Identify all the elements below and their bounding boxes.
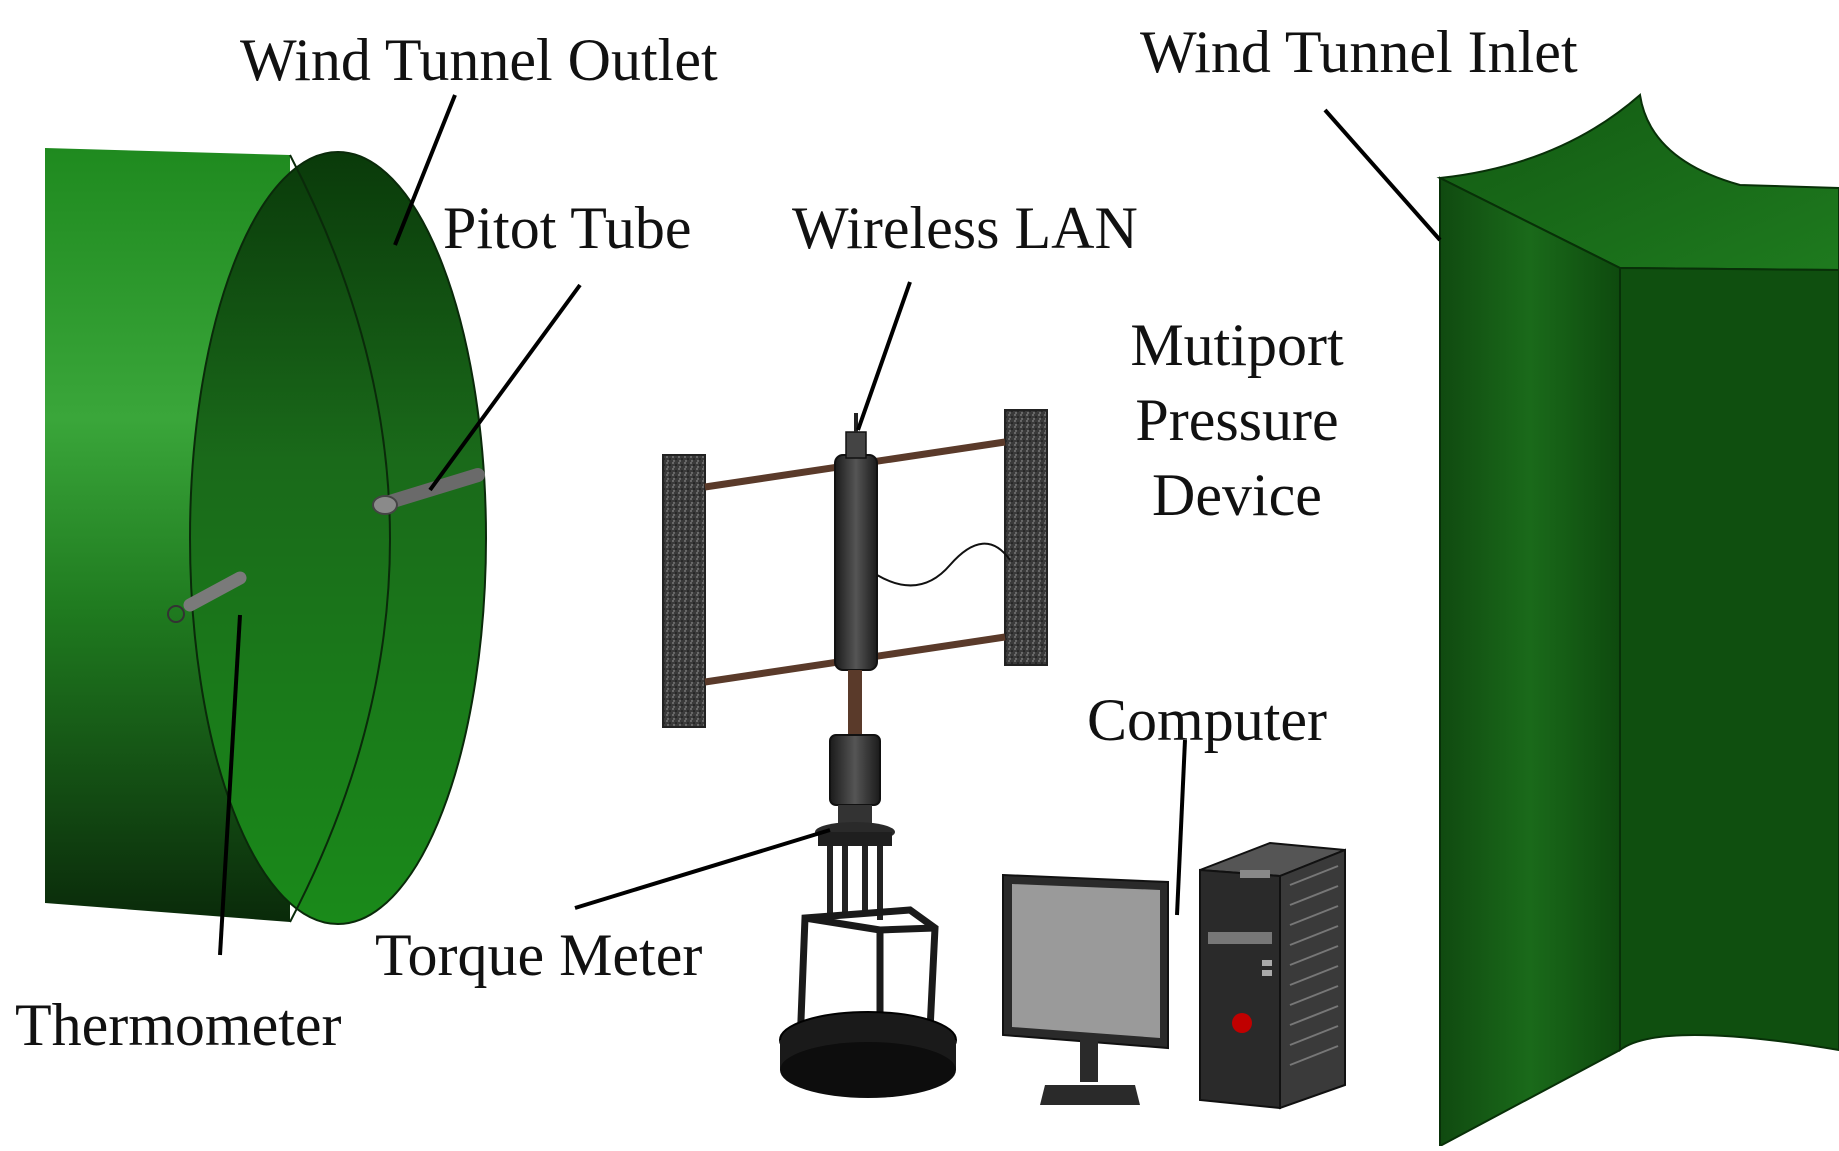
label-wind-tunnel-outlet: Wind Tunnel Outlet — [240, 27, 718, 93]
label-pitot-tube: Pitot Tube — [443, 195, 691, 261]
computer-monitor — [1002, 873, 1169, 1105]
torque-meter — [829, 734, 881, 806]
turbine-blade-right — [1004, 409, 1048, 666]
label-multiport-line1: Mutiport — [1130, 312, 1344, 378]
leader-thermo — [218, 614, 242, 956]
leader-outlet — [393, 94, 457, 246]
inlet-right-face — [1619, 266, 1839, 1052]
computer-tower — [1199, 841, 1346, 1110]
label-wind-tunnel-inlet: Wind Tunnel Inlet — [1140, 19, 1578, 85]
label-multiport-line2: Pressure — [1135, 387, 1338, 453]
inlet-left-face — [1439, 176, 1621, 1148]
outlet-rim — [289, 154, 391, 923]
vertical-axis-turbine — [662, 409, 1048, 740]
leader-computer — [1175, 739, 1187, 916]
leader-lines — [218, 94, 1442, 956]
torque-meter-assembly — [779, 734, 957, 1098]
leader-torque — [574, 828, 831, 910]
turbine-hub — [834, 454, 878, 671]
label-thermometer: Thermometer — [15, 992, 342, 1058]
label-multiport-line3: Device — [1152, 462, 1322, 528]
label-wireless-lan: Wireless LAN — [792, 195, 1138, 261]
leader-pitot — [428, 283, 582, 492]
label-torque-meter: Torque Meter — [375, 922, 702, 988]
thermometer-probe — [167, 571, 247, 623]
wind-tunnel-outlet — [45, 148, 487, 925]
leader-inlet — [1323, 108, 1442, 242]
power-button — [1232, 1013, 1252, 1033]
monitor-screen — [1012, 884, 1160, 1038]
wind-tunnel-inlet — [1436, 93, 1839, 1148]
label-computer: Computer — [1087, 687, 1327, 753]
pitot-tube — [372, 468, 485, 515]
inlet-top-face — [1436, 93, 1839, 272]
turbine-blade-left — [662, 454, 706, 728]
outlet-inner-surface — [189, 151, 487, 925]
tower-front — [1199, 868, 1281, 1110]
leader-wlan — [856, 281, 912, 431]
